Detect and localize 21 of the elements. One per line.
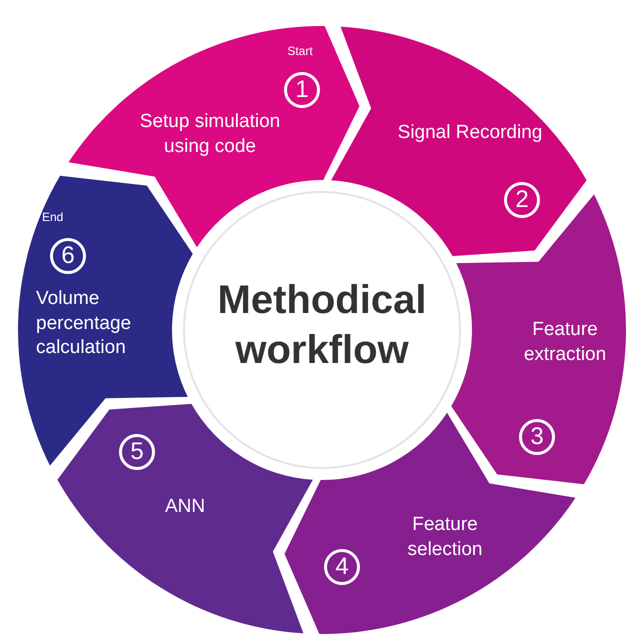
step-label: Signal Recording [398,121,542,145]
step-number: 6 [50,238,86,274]
chevron-segment [68,26,360,248]
step-label: Feature extraction [522,318,608,367]
chevron-segment [331,26,587,256]
step-number: 5 [119,434,155,470]
step-label: Feature selection [406,513,484,562]
step-number: 4 [324,549,360,585]
step-label: Setup simulation using code [138,110,282,159]
step-number: 3 [519,419,555,455]
chevron-segment [57,404,313,634]
chevron-segment [284,412,576,634]
step-caption: End [42,210,64,224]
step-number: 2 [504,182,540,218]
step-label: Volume percentage calculation [36,287,132,360]
step-number: 1 [284,72,320,108]
diagram-heading: Methodical workflow [216,277,428,374]
chevron-segment [18,176,193,466]
step-label: ANN [164,495,206,519]
center-circle [183,191,461,469]
step-caption: Start [287,44,313,58]
